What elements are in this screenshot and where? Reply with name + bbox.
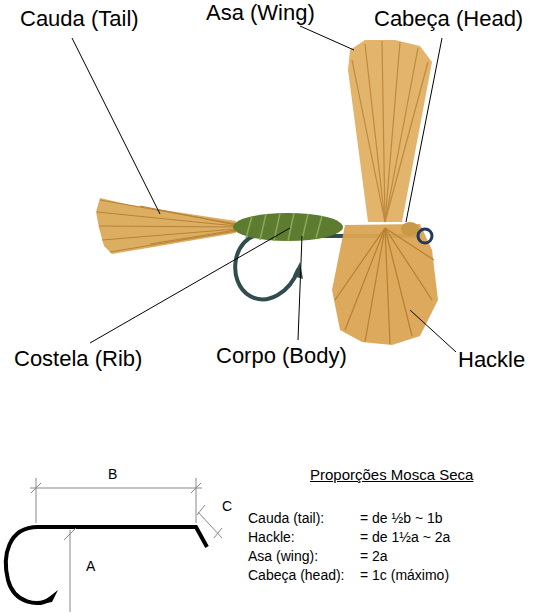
fly-body — [233, 213, 343, 241]
table-cell: Cabeça (head): — [248, 567, 345, 583]
hook-eye — [418, 229, 432, 243]
hackle-fibers — [332, 224, 438, 345]
table-cell: = 2a — [360, 548, 388, 564]
tail-fibers — [96, 198, 236, 254]
part-label: Cabeça (Head) — [374, 6, 523, 31]
table-cell: = 1c (máximo) — [360, 567, 449, 583]
dimension-label: B — [108, 466, 117, 482]
hook-bend — [235, 234, 300, 299]
part-label: Asa (Wing) — [206, 0, 315, 25]
hackle-strokes — [335, 228, 434, 344]
table-cell: Asa (wing): — [248, 548, 318, 564]
wing-strokes — [352, 41, 428, 222]
part-label: Hackle — [458, 347, 525, 372]
dimension-lines — [30, 478, 222, 612]
wing-fibers — [348, 40, 432, 222]
dimension-label: C — [222, 498, 232, 514]
hook-point — [40, 590, 58, 604]
table-cell: = de 1½a ~ 2a — [360, 529, 450, 545]
dimension-label: A — [86, 558, 95, 574]
table-cell: Hackle: — [248, 529, 295, 545]
rib-strokes — [246, 213, 322, 241]
tail-strokes — [97, 200, 236, 252]
part-label: Corpo (Body) — [216, 343, 347, 368]
proportion-hook — [6, 527, 207, 603]
leader-lines — [72, 26, 456, 352]
part-label: Cauda (Tail) — [20, 6, 139, 31]
section-title: Proporções Mosca Seca — [310, 466, 473, 483]
part-label: Costela (Rib) — [14, 346, 142, 371]
fly-head — [401, 222, 419, 236]
table-cell: Cauda (tail): — [248, 510, 324, 526]
hook-point — [293, 262, 303, 279]
table-cell: = de ½b ~ 1b — [360, 510, 443, 526]
